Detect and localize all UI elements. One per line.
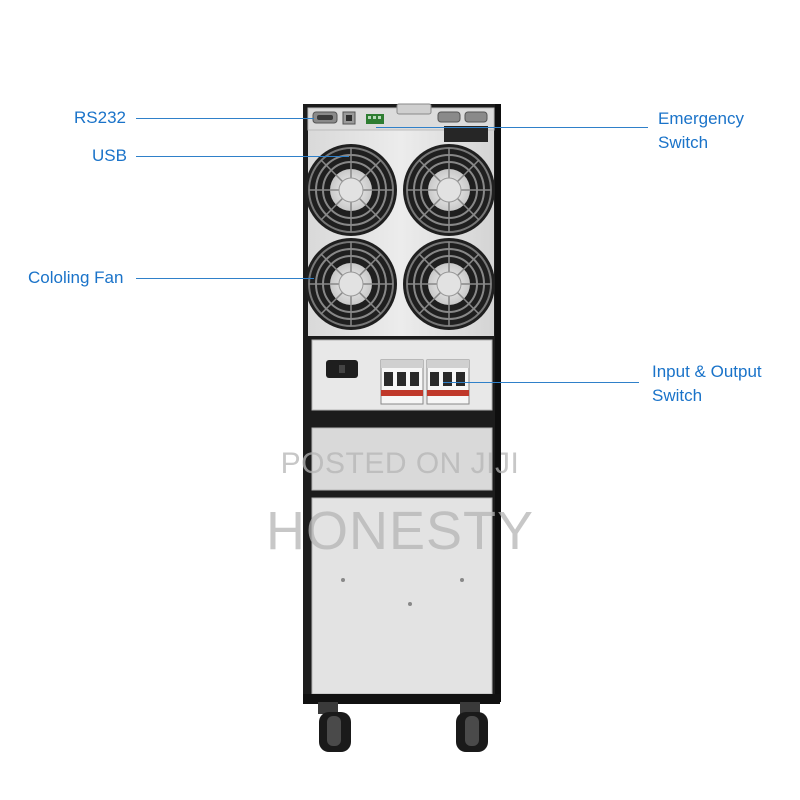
emergency-switch — [444, 126, 488, 142]
cooling-fan-leader-line — [136, 278, 314, 279]
usb-port — [342, 111, 356, 125]
terminal-block — [366, 114, 384, 124]
caster-wheels — [318, 702, 488, 752]
terminal-cover — [311, 427, 493, 491]
io-switch-label-line2: Switch — [652, 386, 703, 405]
io-switch-label-line1: Input & Output — [652, 362, 762, 381]
emergency-switch-leader-line — [376, 127, 648, 128]
lower-panel — [311, 497, 493, 695]
usb-leader-line — [136, 156, 349, 157]
cooling-fan-label: Cololing Fan — [28, 268, 124, 287]
io-switch-leader-line — [443, 382, 639, 383]
emergency-switch-label: Emergency Switch — [658, 107, 744, 155]
emergency-switch-label-line2: Switch — [658, 133, 709, 152]
rs232-leader-line — [136, 118, 314, 119]
emergency-switch-label-line1: Emergency — [658, 109, 744, 128]
rs232-port — [312, 111, 338, 124]
io-switch-label: Input & Output Switch — [652, 360, 762, 408]
cooling-fans — [305, 144, 495, 330]
usb-label: USB — [92, 146, 127, 165]
rs232-label: RS232 — [74, 108, 126, 127]
